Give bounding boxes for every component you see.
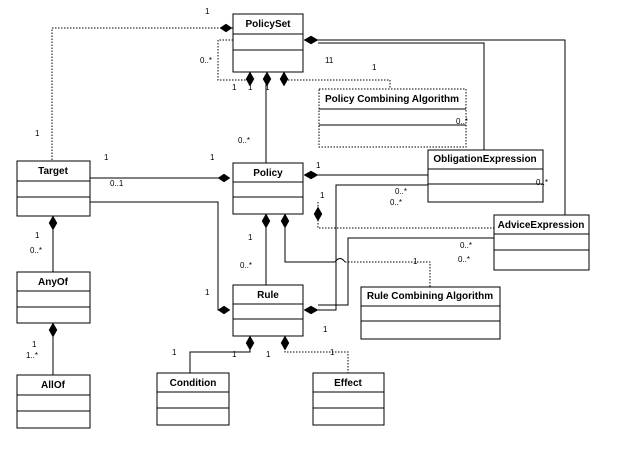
multiplicity: 1 — [104, 153, 109, 162]
multiplicity: 0..1 — [110, 179, 124, 188]
diamond-rule-left — [217, 305, 231, 315]
diamond-policy-right2 — [313, 206, 323, 222]
multiplicity: 1 — [330, 348, 335, 357]
multiplicity: 0..* — [458, 255, 470, 264]
class-title: AdviceExpression — [498, 220, 585, 231]
multiplicity: 1 — [265, 83, 270, 92]
class-advice-expression[interactable]: AdviceExpression — [493, 214, 590, 271]
rule-condition-line — [189, 342, 251, 373]
multiplicity: 0..* — [30, 246, 42, 255]
class-policy-combining-algorithm[interactable]: Policy Combining Algorithm — [318, 88, 467, 148]
policyset-obligation-line — [318, 42, 485, 150]
policy-rca-line — [284, 225, 335, 263]
class-title: AnyOf — [38, 277, 69, 288]
diamond-policyset-left — [219, 23, 233, 33]
rule-effect-line — [284, 342, 349, 373]
class-condition[interactable]: Condition — [156, 372, 230, 426]
diamond-policy-b2 — [280, 213, 290, 229]
multiplicity: 1..* — [26, 351, 38, 360]
diamond-policyset-b2 — [262, 71, 272, 87]
multiplicity: 1 — [248, 83, 253, 92]
multiplicity: 1 — [413, 257, 418, 266]
composition-diamonds — [48, 23, 323, 351]
target-rule-line — [90, 201, 224, 311]
diamond-target-bottom — [48, 215, 58, 231]
class-title: Policy — [253, 168, 283, 179]
class-title: Condition — [170, 378, 217, 389]
multiplicity: 0..* — [456, 117, 468, 126]
diamond-policy-b1 — [261, 213, 271, 229]
policyset-advice-line — [318, 39, 566, 215]
diamond-rule-b2 — [280, 335, 290, 351]
multiplicity: 1 — [232, 350, 237, 359]
obligation-rule-line — [318, 184, 428, 311]
multiplicity-labels: 1 0..* 11 1 1 1 1 0..* 1 0..* 1 1 0..1 1… — [26, 7, 548, 360]
diamond-policyset-b3 — [279, 71, 289, 87]
multiplicity: 11 — [325, 56, 334, 65]
policyset-self-line — [217, 39, 251, 81]
multiplicity: 1 — [372, 63, 377, 72]
class-rule-combining-algorithm[interactable]: Rule Combining Algorithm — [360, 286, 501, 340]
multiplicity: 1 — [316, 161, 321, 170]
multiplicity: 1 — [205, 288, 210, 297]
class-effect[interactable]: Effect — [312, 372, 385, 426]
multiplicity: 1 — [210, 153, 215, 162]
advice-rule-line — [318, 237, 494, 306]
policyset-pca-line — [283, 72, 391, 89]
multiplicity: 0..* — [390, 198, 402, 207]
class-allof[interactable]: AllOf — [16, 374, 91, 429]
multiplicity: 1 — [320, 191, 325, 200]
multiplicity: 0..* — [238, 136, 250, 145]
multiplicity: 1 — [172, 348, 177, 357]
target-policyset-line — [51, 27, 233, 160]
multiplicity: 1 — [323, 325, 328, 334]
multiplicity: 0..* — [460, 241, 472, 250]
diamond-policyset-right — [303, 35, 319, 45]
class-title: ObligationExpression — [433, 154, 536, 165]
diamond-policy-right — [303, 170, 319, 180]
class-title: Target — [38, 166, 68, 177]
class-anyof[interactable]: AnyOf — [16, 271, 91, 324]
multiplicity: 1 — [232, 83, 237, 92]
class-title: Rule — [257, 290, 279, 301]
class-rule[interactable]: Rule — [232, 284, 304, 337]
class-policy[interactable]: Policy — [232, 162, 304, 215]
multiplicity: 0..* — [200, 56, 212, 65]
multiplicity: 0..* — [395, 187, 407, 196]
multiplicity: 0..* — [240, 261, 252, 270]
class-title: AllOf — [41, 380, 66, 391]
class-title: Rule Combining Algorithm — [367, 291, 493, 302]
multiplicity: 1 — [266, 350, 271, 359]
class-obligation-expression[interactable]: ObligationExpression — [427, 149, 544, 203]
diamond-rule-b1 — [245, 335, 255, 351]
diamond-policy-left — [217, 173, 231, 183]
class-policyset[interactable]: PolicySet — [232, 13, 304, 73]
class-title: Effect — [334, 378, 362, 389]
policy-rca-line-b — [345, 261, 431, 287]
class-title: Policy Combining Algorithm — [325, 94, 459, 105]
connectors — [51, 27, 566, 375]
multiplicity: 1 — [35, 129, 40, 138]
multiplicity: 1 — [248, 233, 253, 242]
diamond-rule-right — [303, 305, 319, 315]
class-target[interactable]: Target — [16, 160, 91, 217]
diamond-anyof-bottom — [48, 322, 58, 338]
multiplicity: 1 — [35, 231, 40, 240]
diamond-policyset-b1 — [245, 71, 255, 87]
policy-advice-line — [317, 202, 494, 229]
multiplicity: 0..* — [536, 178, 548, 187]
class-title: PolicySet — [245, 19, 291, 30]
multiplicity: 1 — [32, 340, 37, 349]
multiplicity: 1 — [205, 7, 210, 16]
